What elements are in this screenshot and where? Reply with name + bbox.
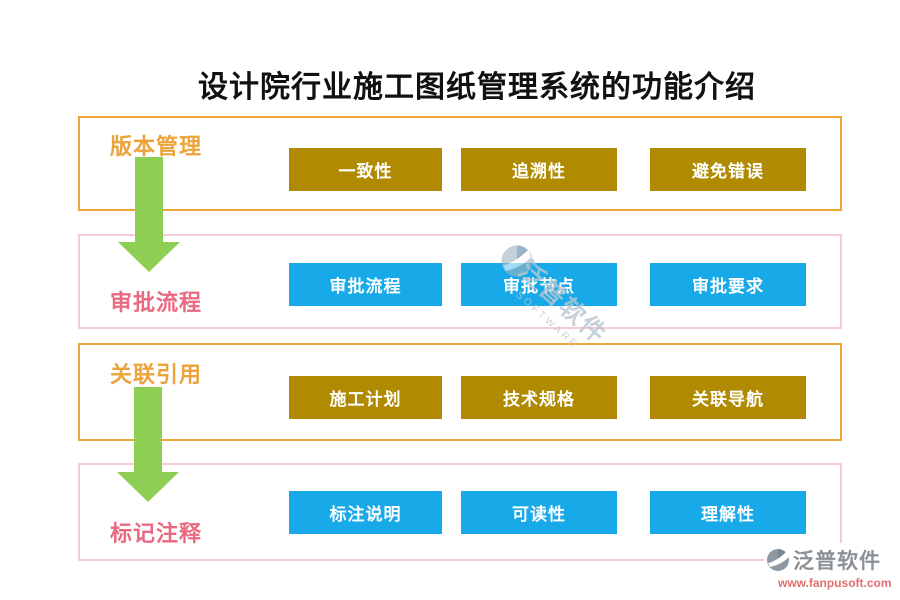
section-approval-flow: 审批流程 审批流程 审批节点 审批要求 [78,234,842,329]
page-title: 设计院行业施工图纸管理系统的功能介绍 [198,71,756,104]
feature-button[interactable]: 标注说明 [289,491,442,534]
section-link-reference: 关联引用 施工计划 技术规格 关联导航 [78,343,842,441]
section-version-management: 版本管理 一致性 追溯性 避免错误 [78,116,842,211]
section-label: 关联引用 [110,362,203,387]
feature-button[interactable]: 施工计划 [289,376,442,419]
brand-name: 泛普软件 [793,550,881,573]
feature-button[interactable]: 审批节点 [461,263,617,306]
section-label: 标记注释 [110,521,203,546]
feature-button[interactable]: 可读性 [461,491,617,534]
section-label: 版本管理 [110,134,203,159]
brand-logo: 泛普软件 www.fanpusoft.com [764,543,894,590]
feature-button[interactable]: 审批流程 [289,263,442,306]
feature-button[interactable]: 理解性 [650,491,806,534]
feature-button[interactable]: 避免错误 [650,148,806,191]
down-arrow-icon [117,387,179,502]
feature-button[interactable]: 关联导航 [650,376,806,419]
fanpu-logo-icon [767,549,789,571]
down-arrow-icon [118,157,180,272]
section-label: 审批流程 [110,290,203,315]
section-mark-annotation: 标记注释 标注说明 可读性 理解性 [78,463,842,561]
brand-url[interactable]: www.fanpusoft.com [778,576,892,590]
feature-button[interactable]: 追溯性 [461,148,617,191]
feature-button[interactable]: 一致性 [289,148,442,191]
feature-button[interactable]: 技术规格 [461,376,617,419]
feature-button[interactable]: 审批要求 [650,263,806,306]
